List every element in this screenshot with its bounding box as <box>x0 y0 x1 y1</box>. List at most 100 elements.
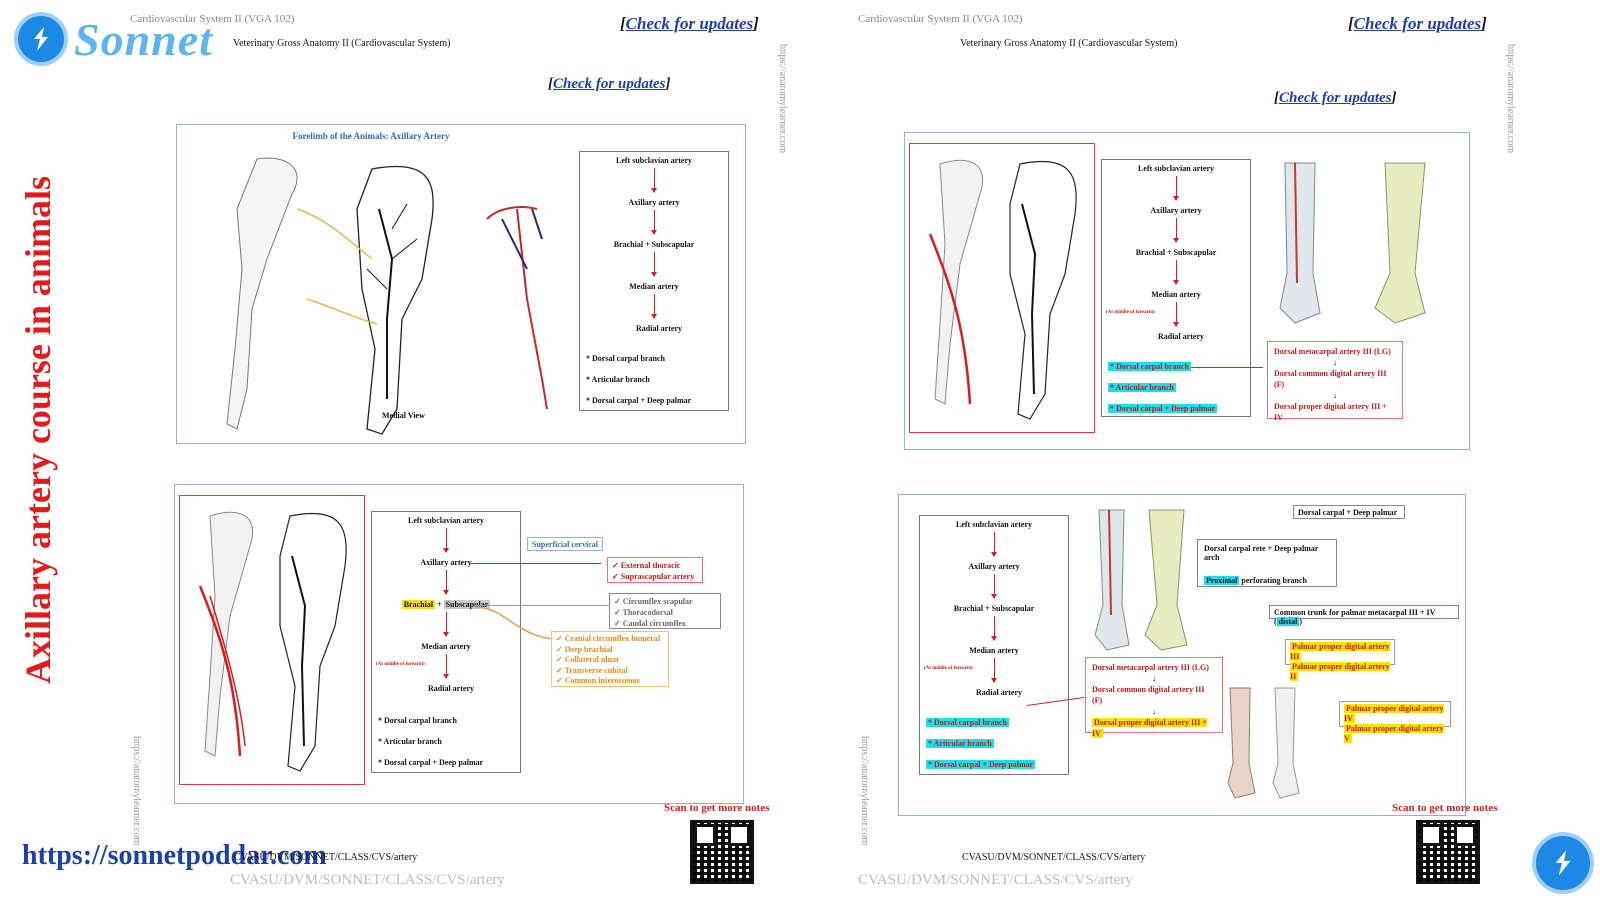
metacarpal-item: Dorsal proper digital artery III + IV <box>1092 718 1207 738</box>
node-radial: Radial artery <box>1158 332 1204 341</box>
medial-view-label: Medial View <box>382 411 425 420</box>
metacarpal-box: Dorsal metacarpal artery III (LG) ↓ Dors… <box>1085 657 1223 738</box>
panel-axillary-overview: Forelimb of the Animals: Axillary Artery… <box>176 124 746 444</box>
down-arrow-icon: ↓ <box>1333 358 1337 367</box>
branch-item: ✓ Suprascapular artery <box>612 572 695 581</box>
branch-item: ✓ Cranial circumflex humeral <box>556 634 661 643</box>
metacarpal-item: Dorsal metacarpal artery III (LG) <box>1092 663 1209 672</box>
connector-line <box>471 563 601 564</box>
down-arrow-icon: ↓ <box>1152 674 1156 683</box>
footer-code: CVASU/DVM/SONNET/CLASS/CVS/artery <box>234 852 418 863</box>
check-updates-top: [Check for updates] <box>620 14 759 33</box>
metacarpal-item: Dorsal proper digital artery III + IV <box>1274 402 1387 422</box>
flow-arrow <box>651 294 657 319</box>
flow-arrow <box>991 574 997 599</box>
panel-digital-arteries: Left subclavian artery Axillary artery B… <box>898 494 1466 816</box>
forearm-note: (At middle of forearm) <box>924 666 973 671</box>
check-updates-link[interactable]: Check for updates <box>625 14 754 33</box>
hoof-illustration <box>1094 509 1188 651</box>
brachial-highlight: Brachial <box>401 600 436 609</box>
flow-arrow <box>991 658 997 683</box>
footer-ghost: CVASU/DVM/SONNET/CLASS/CVS/artery <box>858 872 1133 888</box>
panel-title: Forelimb of the Animals: Axillary Artery <box>292 131 450 141</box>
flow-arrow <box>1173 260 1179 285</box>
connector-line <box>475 605 609 606</box>
bullet-item: * Articular branch <box>586 375 650 384</box>
node-left-subclavian: Left subclavian artery <box>408 516 484 525</box>
bullet-item: * Dorsal carpal + Deep palmar <box>926 760 1036 769</box>
check-updates-mid: [Check for updates] <box>1274 90 1397 106</box>
metacarpal-item: Dorsal metacarpal artery III (LG) <box>1274 347 1391 356</box>
scan-label: Scan to get more notes <box>1392 802 1498 814</box>
node-left-subclavian: Left subclavian artery <box>1138 164 1214 173</box>
watermark: https://anatomylearner.com <box>777 44 788 154</box>
branch-item: ✓ Deep brachial <box>556 644 613 654</box>
flow-arrow <box>443 570 449 595</box>
bullet-item: * Dorsal carpal + Deep palmar <box>378 758 484 767</box>
sonnet-logo: Sonnet <box>14 12 213 66</box>
palmar-item: Palmar proper digital artery III <box>1290 642 1390 661</box>
bullet-item: * Dorsal carpal + Deep palmar <box>586 396 692 405</box>
metacarpal-item: Dorsal common digital artery III (F) <box>1274 369 1387 389</box>
qr-code-icon[interactable] <box>1416 820 1480 884</box>
bullet-item: * Dorsal carpal + Deep palmar <box>1108 404 1218 413</box>
footer-code: CVASU/DVM/SONNET/CLASS/CVS/artery <box>962 852 1146 863</box>
website-link[interactable]: https://sonnetpoddar.com <box>22 840 327 871</box>
check-updates-link[interactable]: Check for updates <box>1353 14 1482 33</box>
branch-item: ✓ Collateral ulnar <box>556 655 620 664</box>
forelimb-image-box <box>909 143 1095 433</box>
node-median: Median artery <box>421 642 471 651</box>
watermark: https://anatomylearner.com <box>859 736 870 846</box>
bullet-item: * Dorsal carpal branch <box>586 354 665 363</box>
node-radial: Radial artery <box>976 688 1022 697</box>
branch-item: ✓ External thoracic <box>612 561 681 570</box>
forelimb-image-box <box>179 495 365 785</box>
forelimb-illustration <box>226 157 548 435</box>
logo-text: Sonnet <box>74 13 213 65</box>
node-axillary: Axillary artery <box>968 562 1020 571</box>
metacarpal-box: Dorsal metacarpal artery III (LG) ↓ Dors… <box>1267 341 1403 422</box>
digit-illustration <box>1227 687 1300 799</box>
forelimb-illustration <box>198 511 347 772</box>
flow-arrow <box>443 528 449 553</box>
page-subtitle: Veterinary Gross Anatomy II (Cardiovascu… <box>233 38 451 49</box>
check-updates-link[interactable]: Check for updates <box>1279 90 1392 106</box>
node-radial: Radial artery <box>428 684 474 693</box>
down-arrow-icon: ↓ <box>1333 391 1337 400</box>
bullet-item: * Articular branch <box>378 737 442 746</box>
qr-code-icon[interactable] <box>690 820 754 884</box>
watermark: https://anatomylearner.com <box>1505 44 1516 154</box>
node-brachial-subscapular: Brachial + Subscapular <box>613 240 695 249</box>
arch-label: Dorsal carpal rete + Deep palmar arch <box>1204 544 1319 562</box>
proximal-highlight: Proximal <box>1204 576 1240 585</box>
dorsal-carpal-deep-palmar-box: Dorsal carpal + Deep palmar <box>1293 505 1405 519</box>
panel-axillary-branches: Left subclavian artery Axillary artery B… <box>174 484 744 804</box>
perforating-branch: Proximal perforating branch <box>1204 576 1307 585</box>
palmar-item: Palmar proper digital artery IV <box>1344 704 1444 723</box>
branch-item: ✓ Transverse cubital <box>556 665 628 675</box>
bullet-item: * Articular branch <box>926 739 994 748</box>
superficial-cervical-box: Superficial cervical <box>527 537 603 551</box>
flow-arrow <box>991 532 997 557</box>
branch-item: ✓ Circumflex scapular <box>614 597 693 606</box>
forearm-note: (At middle of forearm) <box>1106 310 1155 315</box>
flow-arrow <box>651 168 657 193</box>
hoof-illustration <box>1279 162 1426 324</box>
footer-ghost: CVASU/DVM/SONNET/CLASS/CVS/artery <box>230 872 505 888</box>
subscapular-highlight: Subscapular <box>443 600 491 609</box>
vertical-title: Axillary artery course in animals <box>18 176 59 684</box>
node-brachial-subscapular: Brachial + Subscapular <box>401 600 491 609</box>
check-updates-link[interactable]: Check for updates <box>553 76 666 92</box>
watermark: https://anatomylearner.com <box>131 736 142 846</box>
course-code: Cardiovascular System II (VGA 102) <box>858 13 1023 25</box>
subscapular-branches-box: ✓ Circumflex scapular ✓ Thoracodorsal ✓ … <box>609 593 721 639</box>
palmar-item: Palmar proper digital artery II <box>1290 662 1390 681</box>
panel-carpal-branches: Left subclavian artery Axillary artery B… <box>904 132 1470 450</box>
axillary-branches-box: ✓ External thoracic ✓ Suprascapular arte… <box>607 557 703 583</box>
node-brachial-subscapular: Brachial + Subscapular <box>953 604 1035 613</box>
branch-item: ✓ Thoracodorsal <box>614 608 673 617</box>
page-subtitle: Veterinary Gross Anatomy II (Cardiovascu… <box>960 38 1178 49</box>
branch-item: ✓ Common interosseous <box>556 676 640 685</box>
bullet-item: * Dorsal carpal branch <box>1108 362 1191 371</box>
flow-arrow <box>1173 218 1179 243</box>
